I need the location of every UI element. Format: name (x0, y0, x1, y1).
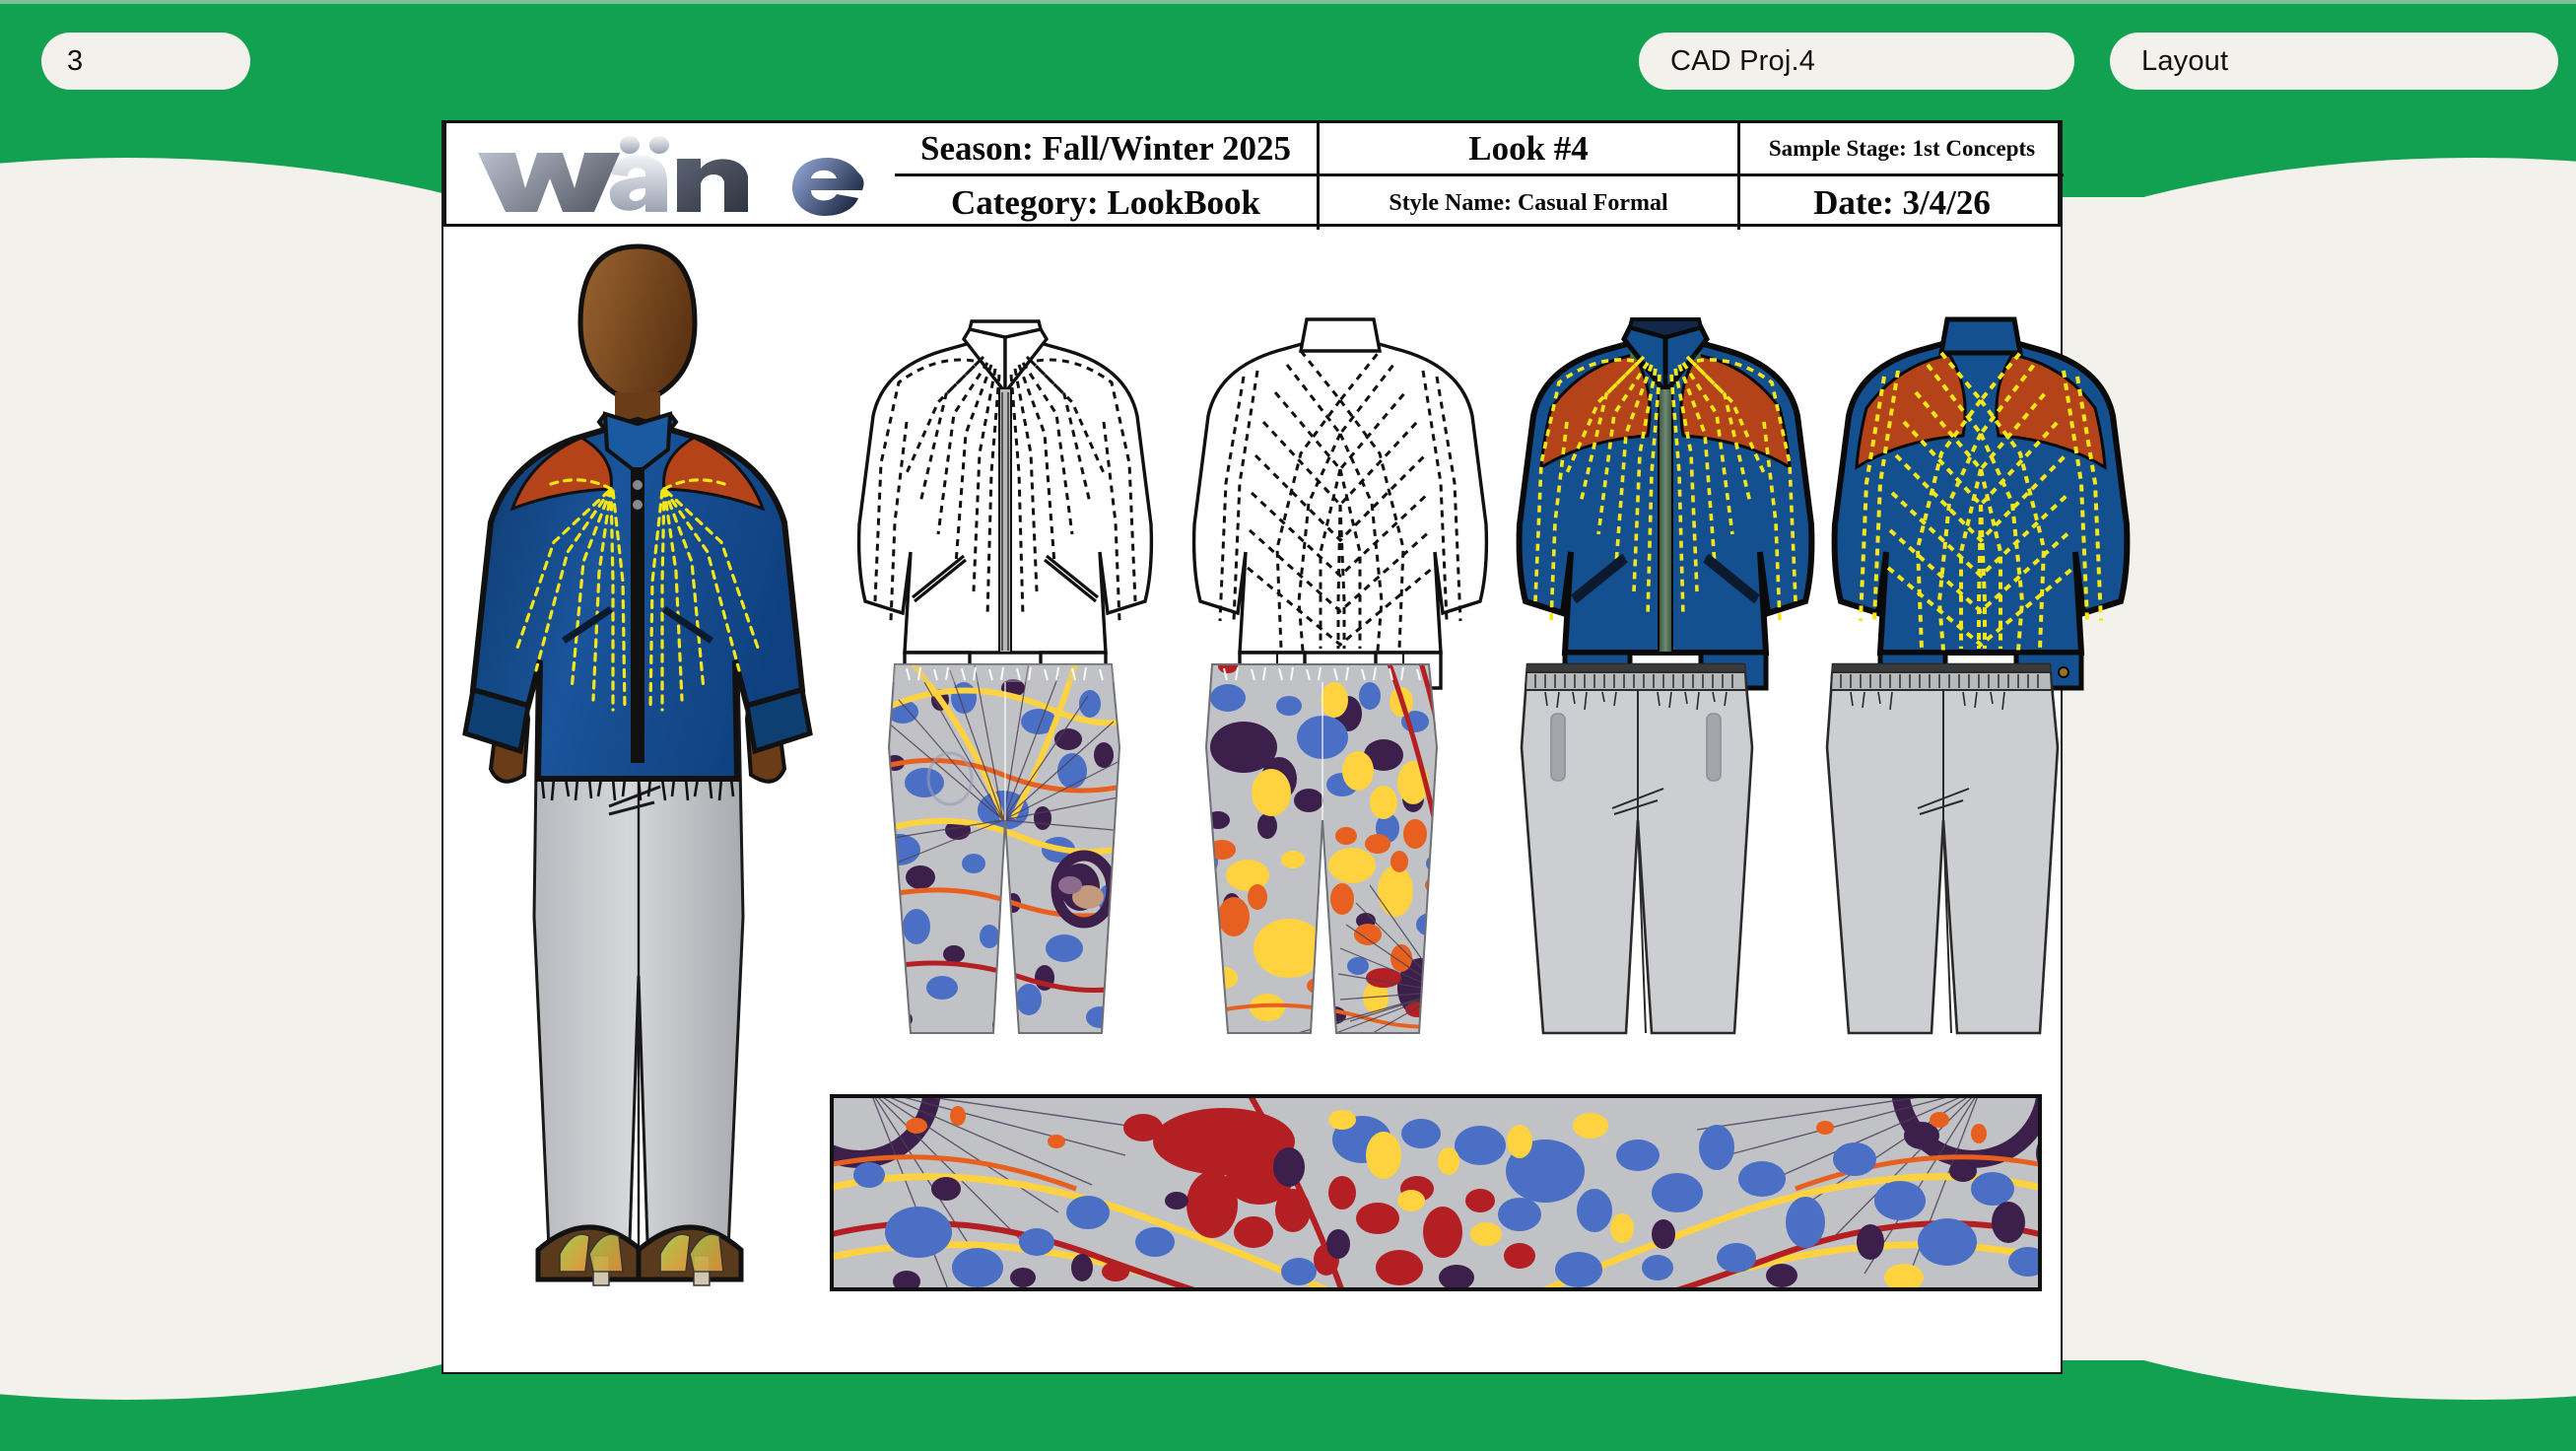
cell-style-name: Style Name: Casual Formal (1320, 176, 1740, 230)
fabric-swatch-strip[interactable] (830, 1094, 2042, 1291)
lookbook-sheet: Season: Fall/Winter 2025 Look #4 Sample … (441, 120, 2131, 1374)
mannequin-head (577, 243, 698, 434)
page-number-pill[interactable]: 3 (41, 33, 250, 90)
cell-sample-stage: Sample Stage: 1st Concepts (1740, 123, 2064, 176)
wane-logo (477, 136, 864, 216)
cell-season: Season: Fall/Winter 2025 (895, 123, 1320, 176)
topbar-hairline (0, 0, 2576, 4)
layout-tab-pill[interactable]: Layout (2110, 33, 2558, 90)
jacket-flat-front[interactable] (847, 306, 1163, 700)
pant-greyscale-front[interactable] (1488, 653, 1784, 1047)
mannequin-full-look[interactable] (462, 227, 813, 1365)
pant-print-front[interactable] (855, 653, 1151, 1047)
cell-date: Date: 3/4/26 (1813, 183, 1991, 222)
pant-print-back[interactable] (1173, 653, 1468, 1047)
project-name-label: CAD Proj.4 (1670, 44, 1816, 77)
page-number-label: 3 (67, 44, 84, 77)
mannequin-jacket (462, 411, 813, 801)
jacket-colorway-front[interactable] (1508, 306, 1823, 700)
mannequin-sandals (535, 1224, 744, 1286)
cell-category: Category: LookBook (895, 176, 1320, 230)
pant-greyscale-back[interactable] (1794, 653, 2089, 1047)
jacket-colorway-back[interactable] (1823, 306, 2138, 700)
brand-logo-cell (446, 123, 895, 230)
jacket-flat-back[interactable] (1183, 306, 1498, 700)
artboard (443, 227, 2131, 1371)
spec-header-table: Season: Fall/Winter 2025 Look #4 Sample … (443, 120, 2064, 230)
project-name-pill[interactable]: CAD Proj.4 (1639, 33, 2074, 90)
layout-tab-label: Layout (2141, 44, 2229, 77)
cell-look: Look #4 (1320, 123, 1740, 176)
top-bar: 3 CAD Proj.4 Layout (0, 0, 2576, 120)
